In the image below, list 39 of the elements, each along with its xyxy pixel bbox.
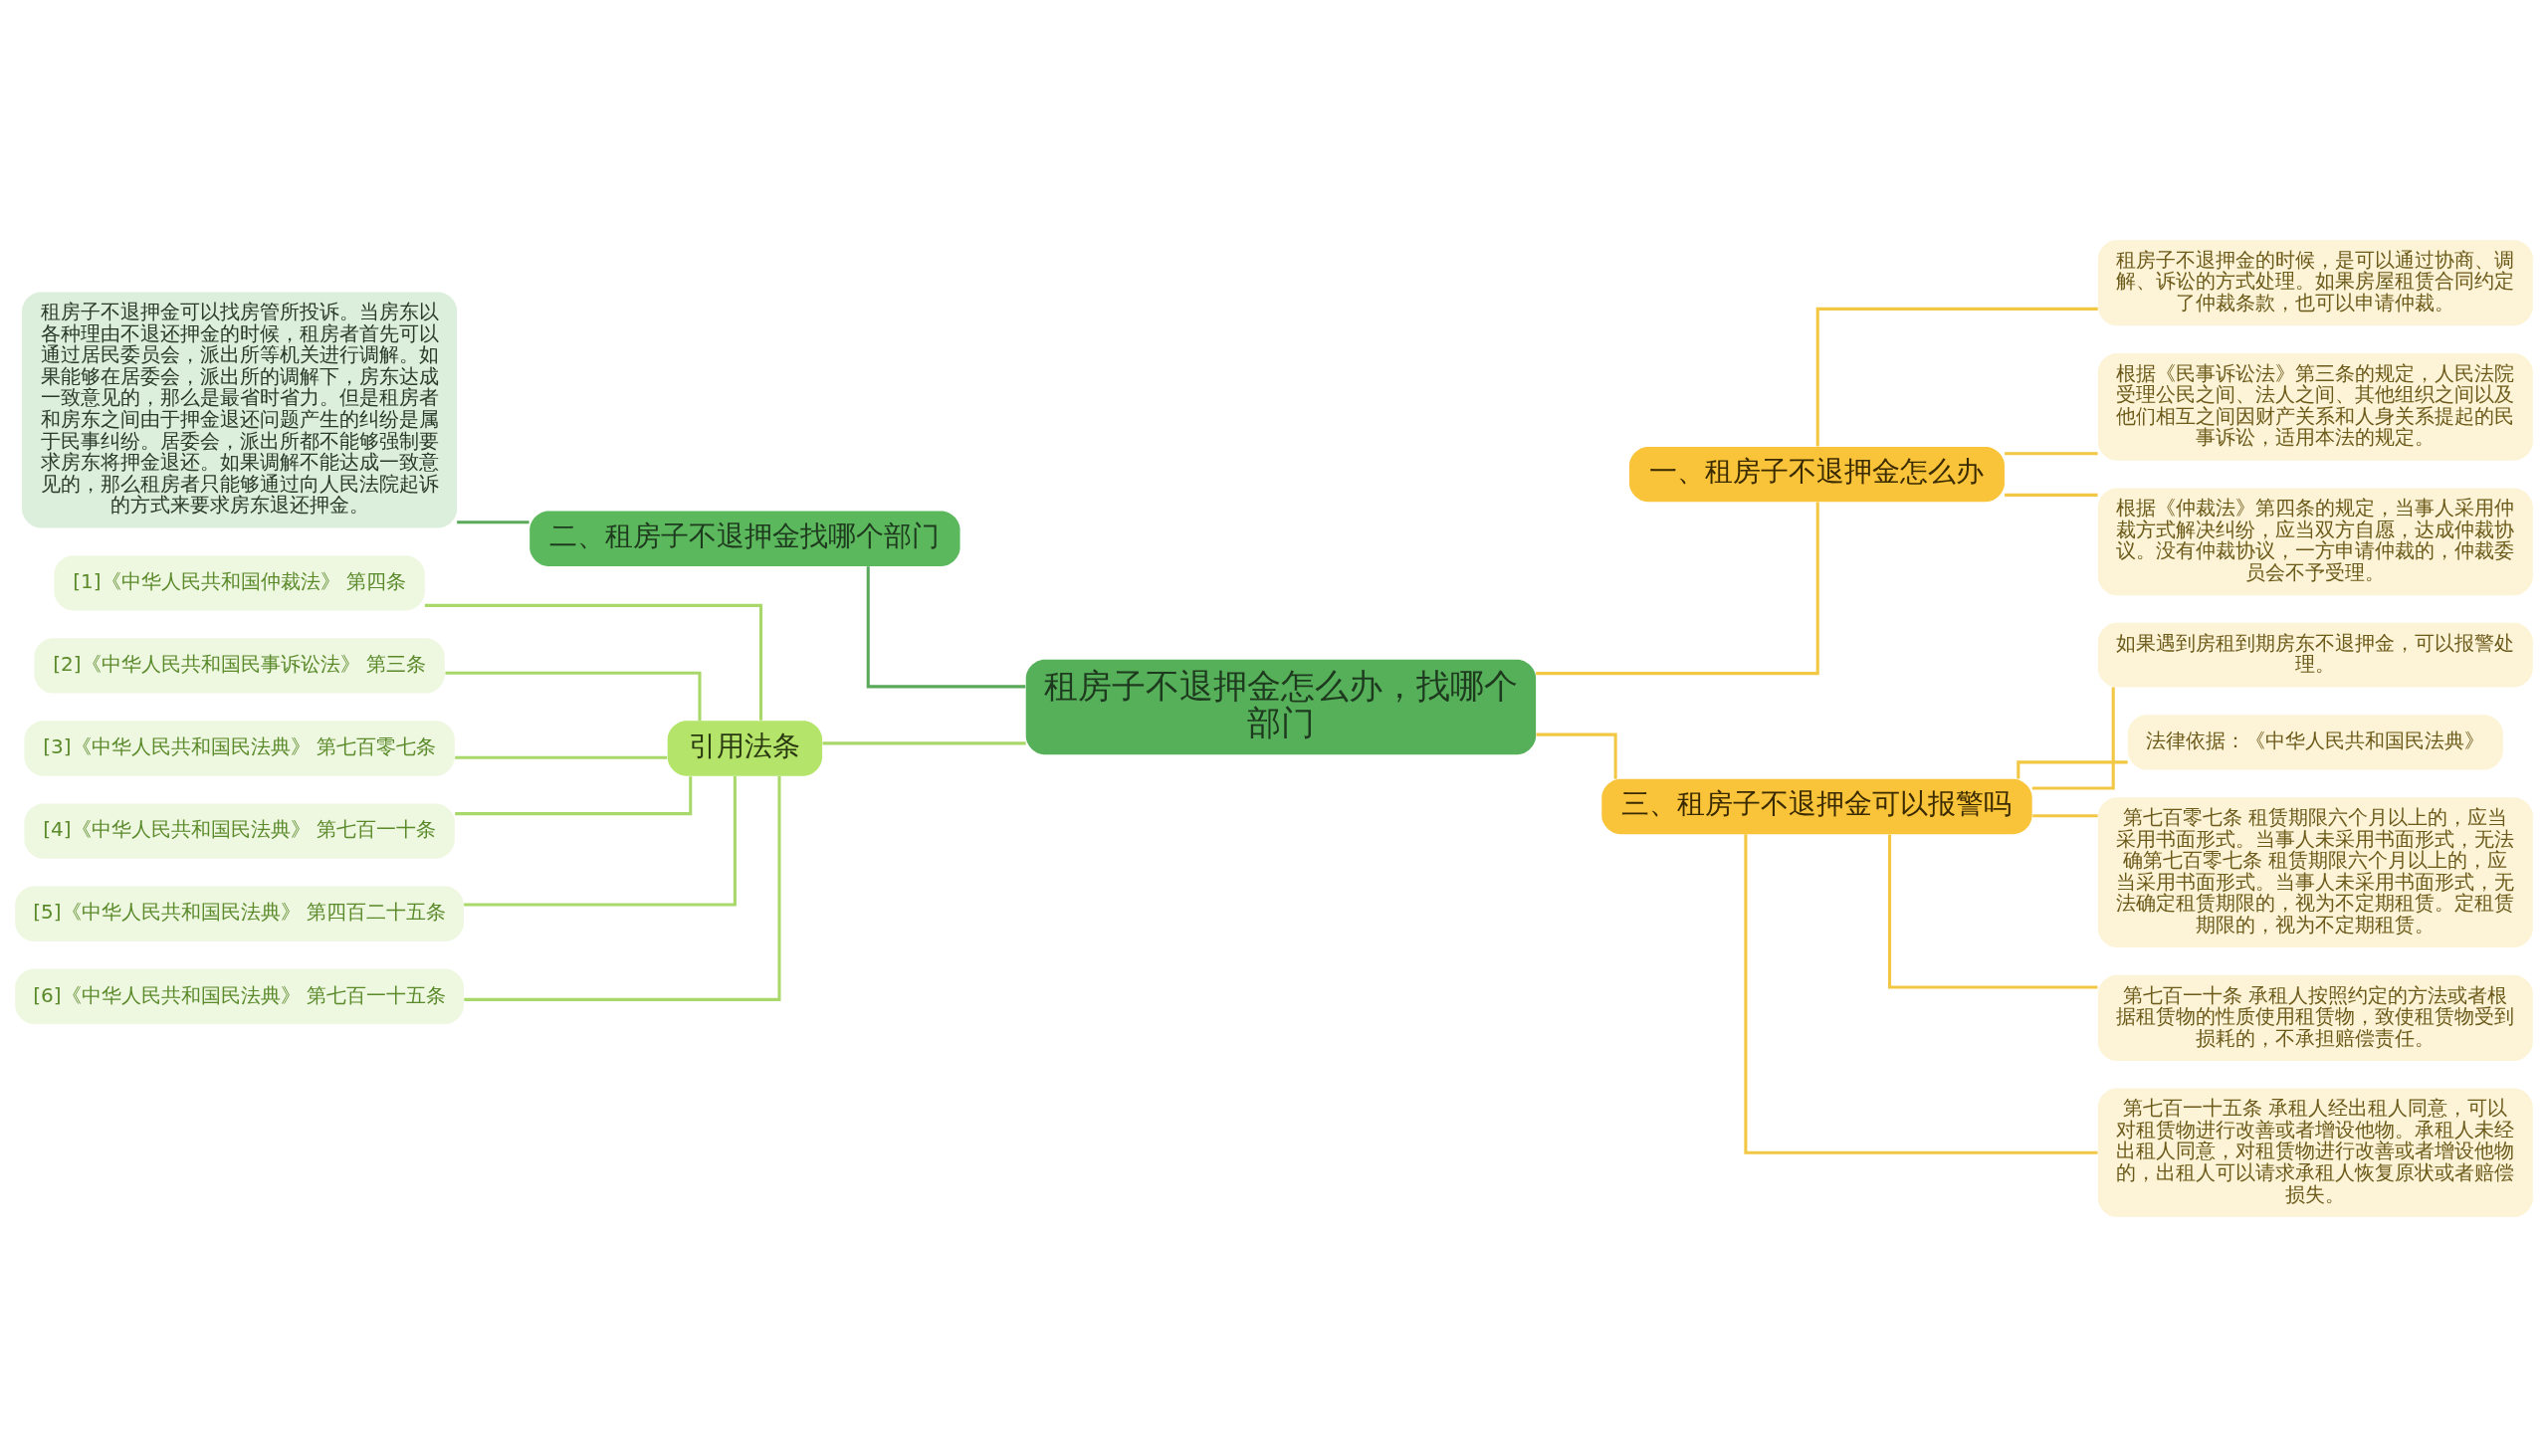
connector xyxy=(2005,493,2098,497)
node-box: 租房子不退押金可以找房管所投诉。当房东以各种理由不退还押金的时候，租房者首先可以通过居民委员会，派出所等机关进行调解。如果能够在居委会，派出所的调解下，房东达成一致意见的，那么是最省时省力。但是租房者和房东之间由于押金退还问题产生的纠纷是属于民事纠纷。居委会，派出所都不能够强制要求房东将押金退还。如果调解不能达成一致意见的，那么租房者只能够通过向人民法院起诉的方式来要求房东退还押金。 xyxy=(22,291,458,527)
connector xyxy=(457,520,530,523)
connector xyxy=(1744,833,2098,1154)
connector xyxy=(1536,732,1617,779)
node-box: 法律依据：《中华人民共和国民法典》 xyxy=(2127,714,2503,770)
connector xyxy=(455,755,668,759)
connector xyxy=(2017,759,2128,778)
connector xyxy=(455,775,693,815)
node-box: [3]《中华人民共和国民法典》 第七百零七条 xyxy=(24,720,455,776)
node-box: 二、租房子不退押金找哪个部门 xyxy=(530,511,960,566)
node-box: 租房子不退押金怎么办，找哪个部门 xyxy=(1025,659,1537,754)
node-box: [1]《中华人民共和国仲裁法》 第四条 xyxy=(54,554,425,610)
connector xyxy=(464,775,781,1001)
connector xyxy=(1888,833,2098,989)
connector xyxy=(866,565,1026,688)
connector xyxy=(2032,813,2098,817)
node-box: 三、租房子不退押金可以报警吗 xyxy=(1601,778,2032,834)
node-box: 引用法条 xyxy=(667,720,823,776)
connector xyxy=(2005,451,2098,455)
node-box: 第七百一十条 承租人按照约定的方法或者根据租赁物的性质使用租赁物，致使租赁物受到损耗的，不承担赔偿责任。 xyxy=(2097,974,2533,1061)
connector xyxy=(822,740,1026,744)
node-box: 根据《仲裁法》第四条的规定，当事人采用仲裁方式解决纠纷，应当双方自愿，达成仲裁协议。没有仲裁协议，一方申请仲裁的，仲裁委员会不予受理。 xyxy=(2097,487,2533,595)
node-box: 根据《民事诉讼法》第三条的规定，人民法院受理公民之间、法人之间、其他组织之间以及他们相互之间因财产关系和人身关系提起的民事诉讼，适用本法的规定。 xyxy=(2097,352,2533,461)
node-box: 第七百一十五条 承租人经出租人同意，可以对租赁物进行改善或者增设他物。承租人未经出租人同意，对租赁物进行改善或者增设他物的，出租人可以请求承租人恢复原状或者赔偿损失。 xyxy=(2097,1088,2533,1217)
node-box: [4]《中华人民共和国民法典》 第七百一十条 xyxy=(24,802,455,859)
connector xyxy=(1536,501,1819,675)
node-box: 如果遇到房租到期房东不退押金，可以报警处理。 xyxy=(2097,622,2533,687)
connector xyxy=(2031,687,2115,790)
node-box: [5]《中华人民共和国民法典》 第四百二十五条 xyxy=(15,886,465,941)
connector xyxy=(464,775,737,906)
node-box: 第七百零七条 租赁期限六个月以上的，应当采用书面形式。当事人未采用书面形式，无法确第七百零七条 租赁期限六个月以上的，应当采用书面形式。当事人未采用书面形式，无法确定租赁期限的，视为不定期租赁。定租赁期限的，视为不定期租赁。 xyxy=(2097,796,2533,947)
connector xyxy=(1815,307,2098,446)
connector xyxy=(445,671,702,721)
connector xyxy=(424,603,763,721)
node-box: 一、租房子不退押金怎么办 xyxy=(1629,446,2005,502)
node-box: [6]《中华人民共和国民法典》 第七百一十五条 xyxy=(15,968,465,1024)
node-box: 租房子不退押金的时候，是可以通过协商、调解、诉讼的方式处理。如果房屋租赁合同约定了仲裁条款，也可以申请仲裁。 xyxy=(2097,239,2533,325)
node-box: [2]《中华人民共和国民事诉讼法》 第三条 xyxy=(34,637,445,694)
